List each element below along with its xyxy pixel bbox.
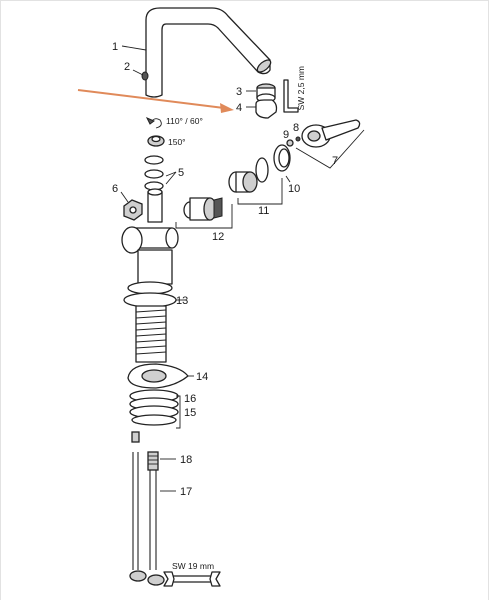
- callout-7: 7: [332, 155, 338, 167]
- callout-15: 15: [184, 407, 196, 419]
- cartridge-part-12: [183, 197, 223, 221]
- leader-6: [120, 191, 129, 203]
- stop-ring-icon: [147, 135, 165, 147]
- screw-part-8: [295, 136, 301, 142]
- angle-label-b: 150°: [168, 137, 186, 147]
- escutcheon-part-13: [123, 281, 177, 308]
- screw-part-9: [286, 139, 294, 147]
- callout-5: 5: [178, 167, 184, 179]
- wrench-tool: [163, 571, 221, 587]
- supply-hoses-part-17: [129, 452, 165, 586]
- small-fitting: [131, 431, 140, 443]
- leader-5: [165, 171, 177, 185]
- callout-4: 4: [236, 102, 242, 114]
- callout-2: 2: [124, 61, 130, 73]
- callout-9: 9: [283, 129, 289, 141]
- callout-16: 16: [184, 393, 196, 405]
- o-rings-part-5: [144, 155, 164, 191]
- bracket-7: [295, 129, 365, 169]
- angle-label-a: 110° / 60°: [166, 116, 203, 126]
- lever-handle-part-7: [301, 119, 361, 148]
- leader-1: [121, 45, 147, 51]
- sleeve-part-11: [228, 157, 269, 193]
- nut-washer-stack: [129, 389, 179, 426]
- threaded-shank: [135, 305, 167, 363]
- hose-connector-part-18: [147, 451, 159, 471]
- ring-nut-part-10: [273, 144, 291, 172]
- callout-1: 1: [112, 41, 118, 53]
- leader-10: [285, 175, 291, 183]
- wrench-size-label: SW 19 mm: [172, 561, 214, 571]
- faucet-body: [121, 188, 179, 285]
- callout-8: 8: [293, 122, 299, 134]
- allen-key-size-label: SW 2,5 mm: [296, 66, 306, 110]
- annotation-arrow: [77, 89, 234, 113]
- callout-13: 13: [176, 295, 188, 307]
- aerator-part-3: [256, 83, 276, 103]
- bracket-15-16: [176, 395, 181, 429]
- callout-18: 18: [180, 454, 192, 466]
- bracket-11: [237, 178, 283, 205]
- callout-3: 3: [236, 86, 242, 98]
- callout-17: 17: [180, 486, 192, 498]
- callout-10: 10: [288, 183, 300, 195]
- spout-part-1: [145, 7, 272, 98]
- screw-part-2: [141, 71, 149, 81]
- clip-part-6: [123, 199, 143, 221]
- bracket-12: [175, 204, 233, 229]
- rotation-angle-icon-a: [145, 117, 162, 129]
- mounting-plate-part-14: [127, 363, 189, 389]
- callout-12: 12: [212, 231, 224, 243]
- callout-11: 11: [258, 205, 269, 217]
- callout-14: 14: [196, 371, 208, 383]
- aerator-housing-part-4: [255, 99, 278, 119]
- leader-2: [132, 69, 144, 76]
- allen-key-tool: [283, 79, 299, 113]
- callout-6: 6: [112, 183, 118, 195]
